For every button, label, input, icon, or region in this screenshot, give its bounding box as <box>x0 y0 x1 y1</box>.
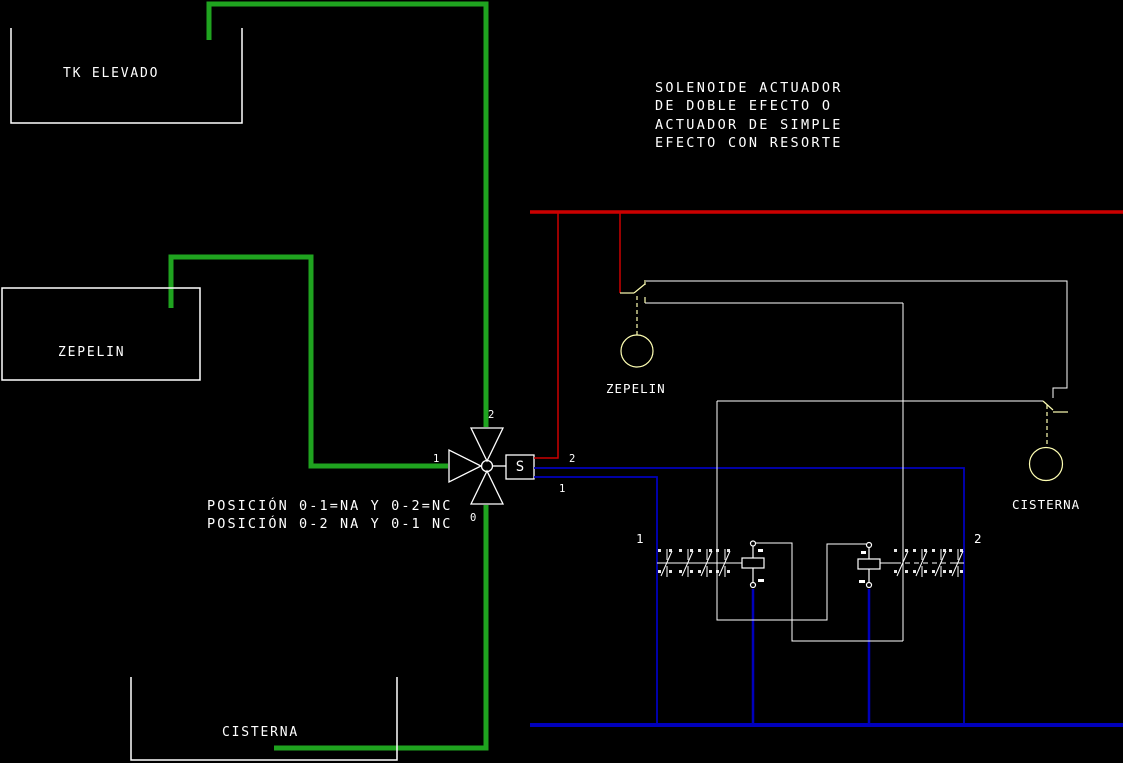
aux-contact <box>698 549 713 577</box>
tk-elevado-tank <box>10 28 243 124</box>
contact-group-2-label: 2 <box>974 531 983 546</box>
coil-2-terminal-mark <box>859 580 865 583</box>
coil-2-top-terminal <box>865 541 873 549</box>
position-note-line1: POSICIÓN 0-1=NA Y 0-2=NC <box>207 496 452 514</box>
solenoid-note-line3: ACTUADOR DE SIMPLE <box>655 117 843 133</box>
tk-elevado-label: TK ELEVADO <box>63 66 159 81</box>
solenoid-note-line1: SOLENOIDE ACTUADOR <box>655 80 843 96</box>
solenoid-note: SOLENOIDE ACTUADOR DE DOBLE EFECTO O ACT… <box>655 80 843 151</box>
coil-1-top-terminal <box>749 540 757 547</box>
contact-group-2 <box>894 549 964 577</box>
coil-2-box <box>857 558 881 570</box>
live-drop-to-solenoid <box>534 212 559 459</box>
wire-label-1: 1 <box>559 483 565 495</box>
wire-coil1-top-loop <box>756 542 903 642</box>
aux-contact <box>658 549 673 577</box>
coil-1-bottom-terminal <box>749 581 757 589</box>
zepelin-switch-blade <box>633 283 646 294</box>
valve-port-top-triangle <box>469 427 505 463</box>
tanks <box>1 28 398 761</box>
wire-coil2-top-loop <box>716 401 866 621</box>
cisterna-float-label: CISTERNA <box>1012 497 1080 512</box>
position-note-line2: POSICIÓN 0-2 NA Y 0-1 NC <box>207 514 452 532</box>
aux-contact <box>716 549 731 577</box>
wire-label-2: 2 <box>569 453 575 465</box>
solenoid-note-line2: DE DOBLE EFECTO O <box>655 98 832 114</box>
aux-contact <box>894 549 909 577</box>
coil-1-box <box>741 557 765 569</box>
cisterna-switch-blade <box>1042 400 1054 411</box>
cisterna-tank-label: CISTERNA <box>222 725 299 740</box>
three-way-valve <box>448 427 535 505</box>
control-wiring <box>645 280 1068 642</box>
solenoid-note-line4: EFECTO CON RESORTE <box>655 135 843 151</box>
wire-zepelin-no-to-cisterna <box>646 280 1068 398</box>
aux-contact <box>913 549 928 577</box>
valve-port-top-number: 2 <box>488 409 494 421</box>
coil-2-bottom-terminal <box>865 581 873 589</box>
position-note: POSICIÓN 0-1=NA Y 0-2=NC POSICIÓN 0-2 NA… <box>207 496 452 532</box>
valve-port-bottom-number: 0 <box>470 512 476 524</box>
valve-port-bottom-triangle <box>469 469 505 505</box>
contact-group-1 <box>658 549 731 577</box>
pipe-zepelin-to-valve <box>168 254 448 469</box>
neutral-wire-group1 <box>534 476 658 725</box>
live-wires <box>530 210 1123 459</box>
neutral-wires <box>530 467 1123 727</box>
float-switches <box>620 280 1068 482</box>
contact-group-1-label: 1 <box>636 531 645 546</box>
aux-contact <box>949 549 964 577</box>
neutral-wire-group2 <box>534 467 965 725</box>
zepelin-tank-label: ZEPELIN <box>58 345 125 360</box>
zepelin-float-label: ZEPELIN <box>606 381 666 396</box>
solenoid-label: S <box>516 459 524 475</box>
cisterna-tank <box>130 677 398 761</box>
contactor-coils <box>741 540 881 589</box>
aux-contact <box>932 549 947 577</box>
zepelin-float <box>620 334 654 368</box>
cisterna-float <box>1028 446 1064 482</box>
solenoid-box <box>505 454 535 480</box>
zepelin-tank <box>1 287 201 381</box>
pipe-network <box>168 1 489 751</box>
aux-contact <box>679 549 694 577</box>
pipe-tk-elevado-to-valve <box>206 1 489 427</box>
valve-port-left-triangle <box>448 448 483 484</box>
valve-port-left-number: 1 <box>433 453 439 465</box>
coil-1-terminal-mark <box>758 579 764 582</box>
coil-1-terminal-mark <box>758 549 763 552</box>
pipe-valve-to-cisterna <box>274 505 489 751</box>
coil-2-terminal-mark <box>861 551 866 554</box>
